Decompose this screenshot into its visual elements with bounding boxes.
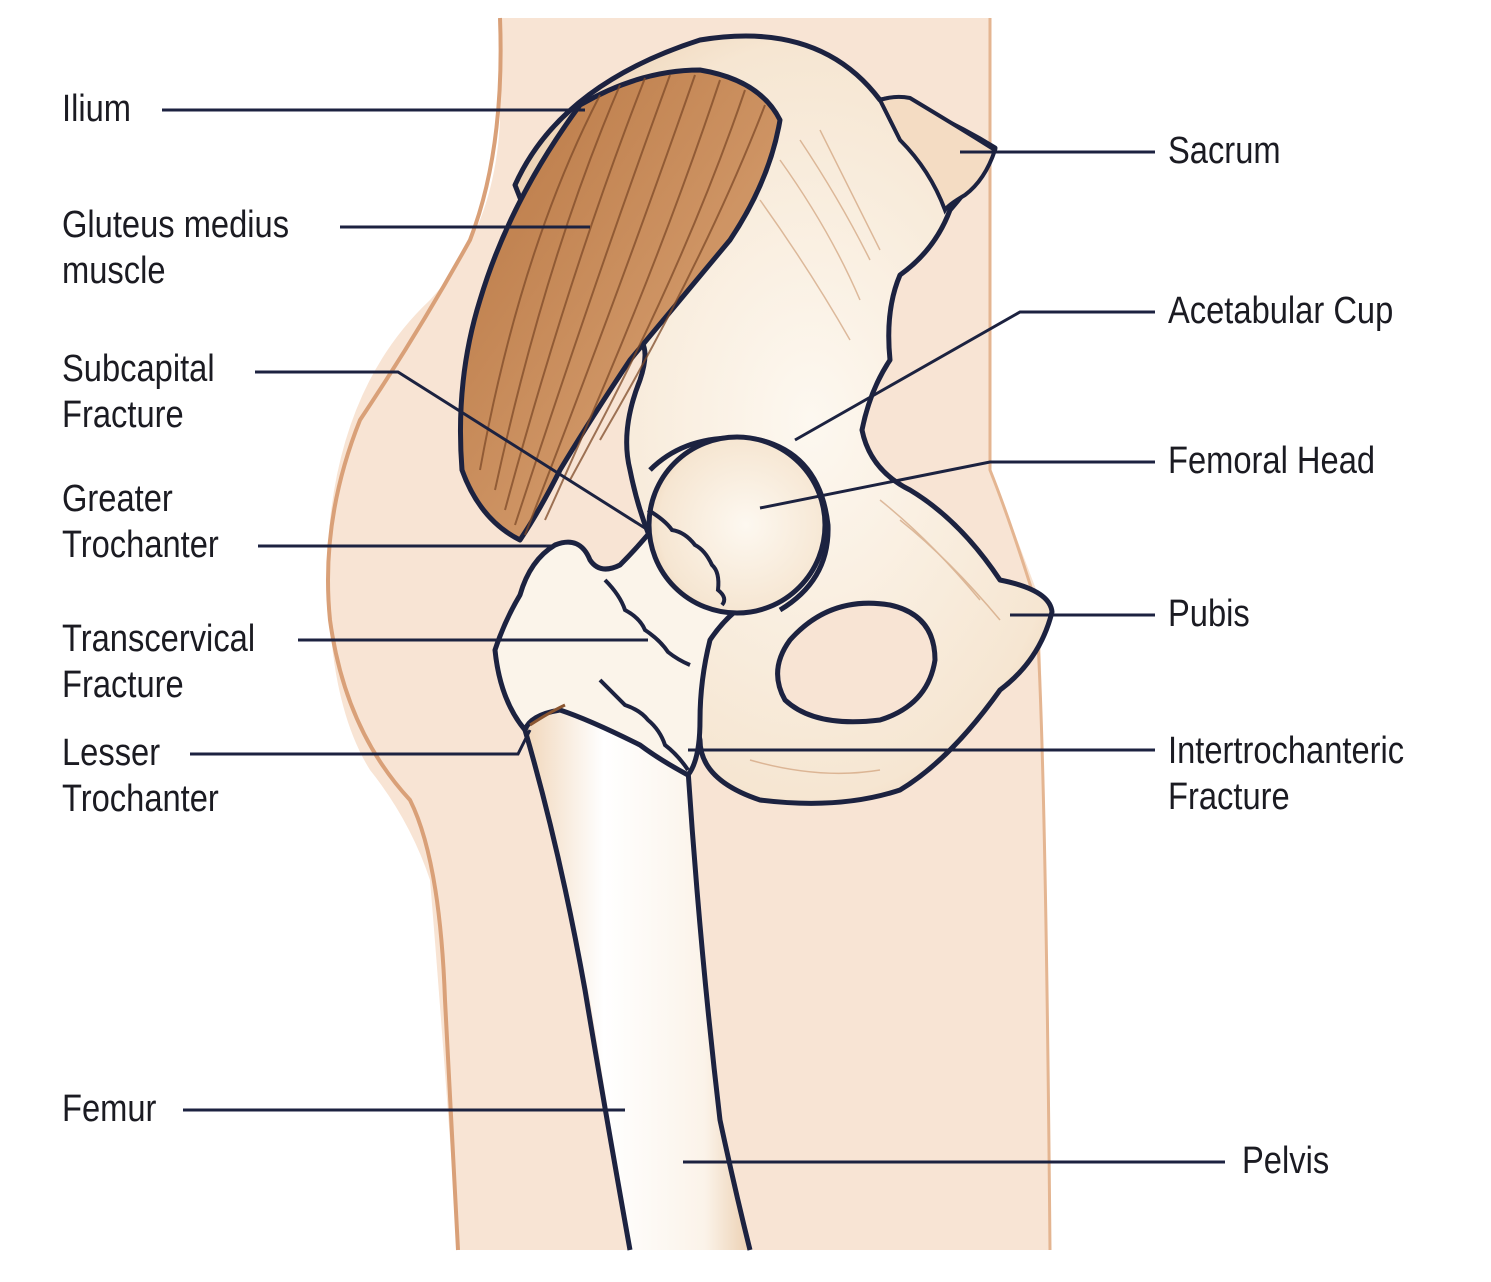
label-intertrochanteric-line2: Fracture	[1168, 776, 1290, 818]
label-greater-trochanter: Greater Trochanter	[62, 476, 219, 568]
leader-femoral-head	[759, 460, 1155, 510]
label-pubis: Pubis	[1168, 591, 1250, 637]
label-lesser-line1: Lesser	[62, 732, 161, 774]
label-gluteus-medius: Gluteus medius muscle	[62, 202, 289, 294]
label-transcervical-line2: Fracture	[62, 664, 184, 706]
sacrum-bone	[877, 94, 998, 215]
leader-subcapital	[255, 370, 649, 532]
label-subcapital-line2: Fracture	[62, 394, 184, 436]
label-femoral-head: Femoral Head	[1168, 438, 1375, 484]
label-subcapital-line1: Subcapital	[62, 348, 215, 390]
label-gluteus-line2: muscle	[62, 250, 166, 292]
label-subcapital-fracture: Subcapital Fracture	[62, 346, 215, 438]
leader-lines	[162, 108, 1225, 1164]
label-pelvis: Pelvis	[1242, 1138, 1329, 1184]
label-gluteus-line1: Gluteus medius	[62, 204, 290, 246]
label-intertrochanteric-line1: Intertrochanteric	[1168, 730, 1405, 772]
pelvis-shading	[749, 129, 1001, 775]
label-sacrum-text: Sacrum	[1168, 130, 1281, 172]
skin-outline-left	[326, 17, 503, 1251]
femur-outline-right	[685, 769, 753, 1251]
femur-outline-left	[522, 729, 633, 1251]
label-femur-text: Femur	[62, 1088, 157, 1130]
label-sacrum: Sacrum	[1168, 128, 1281, 174]
skin-outline-right	[988, 18, 1052, 1251]
label-greater-line1: Greater	[62, 478, 173, 520]
label-femur: Femur	[62, 1086, 156, 1132]
label-acetabular-text: Acetabular Cup	[1168, 290, 1394, 332]
intertrochanteric-fracture-line	[598, 678, 690, 772]
obturator-foramen	[775, 600, 938, 725]
label-greater-line2: Trochanter	[62, 524, 219, 566]
label-ilium: Ilium	[62, 86, 131, 132]
lesser-trochanter-ridge	[529, 703, 566, 727]
label-pelvis-text: Pelvis	[1242, 1140, 1330, 1182]
label-femoral-head-text: Femoral Head	[1168, 440, 1376, 482]
label-acetabular-cup: Acetabular Cup	[1168, 288, 1393, 334]
leader-lesser-trochanter	[190, 729, 532, 756]
label-lesser-trochanter: Lesser Trochanter	[62, 730, 219, 822]
label-pubis-text: Pubis	[1168, 593, 1250, 635]
label-transcervical-fracture: Transcervical Fracture	[62, 616, 255, 708]
label-intertrochanteric-fracture: Intertrochanteric Fracture	[1168, 728, 1404, 820]
femoral-head	[646, 434, 828, 616]
muscle-fibers	[479, 74, 766, 536]
transcervical-fracture-line	[603, 578, 691, 667]
label-transcervical-line1: Transcervical	[62, 618, 256, 660]
gluteus-medius-muscle	[457, 67, 783, 543]
subcapital-fracture-line	[646, 508, 727, 607]
label-ilium-text: Ilium	[62, 88, 132, 130]
leader-acetabular	[794, 310, 1155, 442]
label-lesser-line2: Trochanter	[62, 778, 219, 820]
